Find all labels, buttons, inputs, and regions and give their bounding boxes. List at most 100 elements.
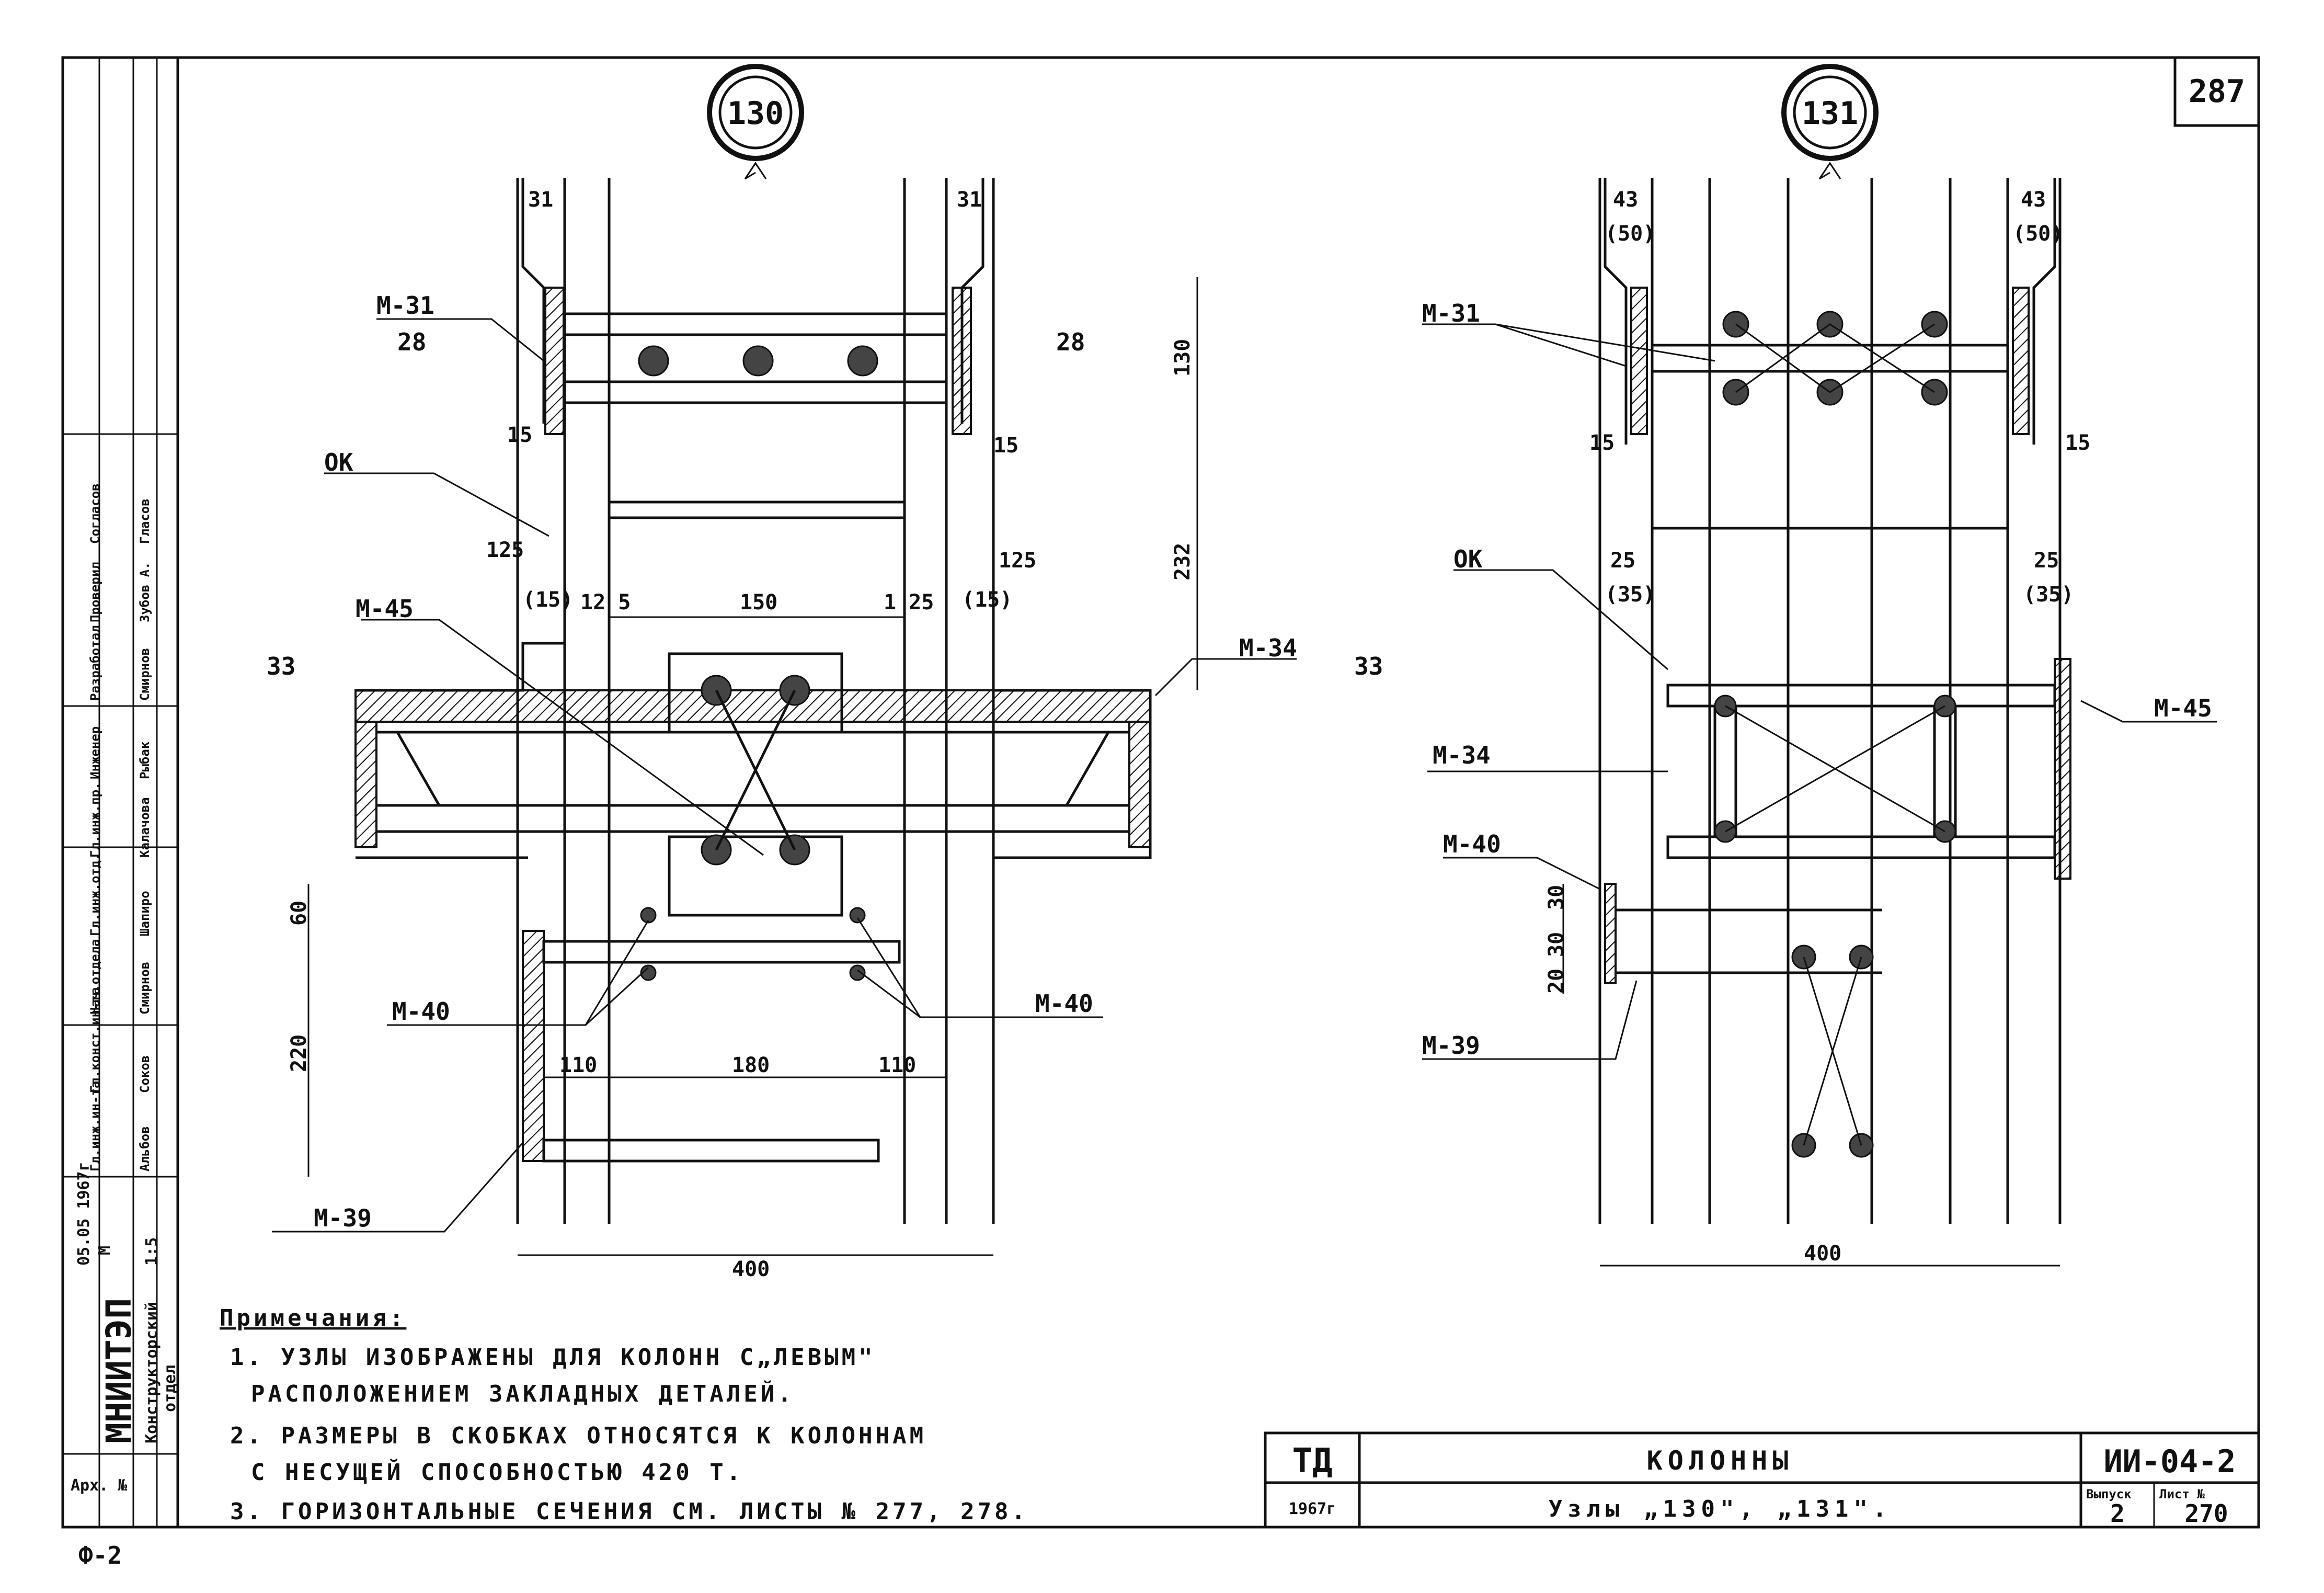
tb-issue: 2 (2110, 1499, 2125, 1528)
note-1a: 1. УЗЛЫ ИЗОБРАЖЕНЫ ДЛЯ КОЛОНН С„ЛЕВЫМ" (230, 1344, 876, 1371)
tb-sheet: 270 (2184, 1499, 2228, 1528)
n131-m39: M-39 (1422, 1031, 1480, 1060)
n130-d60: 60 (287, 901, 311, 926)
stamp-role: Гл.инж.ин-та (88, 1081, 102, 1171)
n130-m40r: M-40 (1035, 989, 1093, 1018)
n130-m40l: M-40 (392, 997, 450, 1026)
sheet-number: 287 (2189, 73, 2245, 110)
n130-d15l: 15 (507, 423, 532, 447)
stamp-role: Гл.инж.пр. (88, 782, 102, 858)
n130-d180: 180 (732, 1053, 770, 1077)
note-2a: 2. РАЗМЕРЫ В СКОБКАХ ОТНОСЯТСЯ К КОЛОННА… (230, 1423, 926, 1449)
n130-d1_25: 1 25 (884, 590, 934, 615)
n130-d150: 150 (740, 590, 777, 615)
n131-d400: 400 (1804, 1242, 1841, 1266)
n130-s28r: 28 (1056, 328, 1085, 356)
stamp-institute: МНИИТЭП (99, 1298, 139, 1443)
n131-d30b: 30 (1544, 932, 1569, 957)
stamp-name: Соков (138, 1055, 152, 1093)
stamp-role: Гл.инж.отд. (88, 853, 102, 936)
n130-d220: 220 (287, 1034, 311, 1072)
n131-d50r: (50) (2013, 222, 2063, 246)
n130-d15pl: (15) (523, 588, 573, 612)
tb-org: ТД (1292, 1442, 1332, 1481)
n131-d25l: 25 (1610, 549, 1635, 573)
tb-sheet-label: Лист № (2159, 1487, 2205, 1501)
n131-s33: 33 (1354, 652, 1383, 680)
n130-d12_5: 12 5 (580, 590, 631, 615)
n130-d130: 130 (1171, 339, 1195, 377)
n130-d400: 400 (732, 1257, 770, 1281)
n130-d125r: 125 (999, 549, 1036, 573)
node-130-drawing: 130 (267, 64, 1297, 1281)
n131-d43r: 43 (2021, 188, 2046, 212)
n130-m34: M-34 (1239, 634, 1297, 662)
notes-heading: Примечания: (220, 1305, 406, 1332)
n130-d15r: 15 (993, 434, 1018, 458)
stamp-archive: Арх. № (71, 1476, 128, 1495)
stamp-name: Смирнов (138, 962, 152, 1015)
stamp-role: Нач.отдела (88, 939, 102, 1015)
side-stamp: МНИИТЭП Конструкторский отдел Арх. № М 1… (63, 58, 179, 1527)
n130-d15pr: (15) (962, 588, 1012, 612)
n131-m34: M-34 (1433, 741, 1491, 769)
stamp-name: Рыбак (138, 741, 152, 779)
n130-ok: OK (324, 448, 353, 476)
stamp-role: Разработал (88, 625, 102, 701)
n131-d25r: 25 (2034, 549, 2059, 573)
n131-d15l: 15 (1589, 431, 1615, 455)
n130-s33: 33 (267, 652, 295, 680)
node-130-mark: 130 (727, 95, 784, 132)
n130-d110l: 110 (559, 1053, 597, 1077)
note-2b: С НЕСУЩЕЙ СПОСОБНОСТЬЮ 420 Т. (251, 1458, 743, 1486)
sheet-number-box (2173, 56, 2260, 127)
n130-d110r: 110 (878, 1053, 916, 1077)
n131-m45: M-45 (2154, 694, 2212, 722)
stamp-date: 05.05 1967г (75, 1162, 93, 1266)
n130-d125l: 125 (486, 538, 524, 562)
n131-d30a: 30 (1544, 885, 1569, 910)
stamp-name: Шапиро (138, 891, 152, 936)
n130-m45: M-45 (356, 595, 414, 623)
n130-d31l: 31 (528, 188, 553, 212)
n131-m40: M-40 (1443, 830, 1501, 858)
sheet-border (61, 56, 2260, 1529)
note-1b: РАСПОЛОЖЕНИЕМ ЗАКЛАДНЫХ ДЕТАЛЕЙ. (251, 1380, 795, 1407)
tb-issue-label: Выпуск (2086, 1487, 2132, 1501)
node-131-mark: 131 (1802, 95, 1858, 132)
notes: Примечания: 1. УЗЛЫ ИЗОБРАЖЕНЫ ДЛЯ КОЛОН… (220, 1305, 1028, 1525)
n131-d15r: 15 (2065, 431, 2090, 455)
n130-m39: M-39 (314, 1204, 372, 1232)
stamp-name: Гласов (138, 498, 152, 544)
stamp-name: Смирнов (138, 648, 152, 701)
n131-ok: OK (1453, 545, 1483, 573)
n131-d50l: (50) (1605, 222, 1655, 246)
stamp-role: Инженер (88, 726, 102, 779)
stamp-name: Альбов (138, 1126, 152, 1171)
stamp-role: Гл.конст.ин-та (88, 987, 102, 1093)
stamp-name: Калачова (138, 797, 152, 858)
stamp-role: Согласов (88, 483, 102, 544)
n131-d35r: (35) (2023, 583, 2074, 607)
tb-subtitle: Узлы „130", „131". (1549, 1496, 1892, 1522)
stamp-scale-label: М (96, 1246, 114, 1255)
n131-m31: M-31 (1422, 299, 1480, 327)
note-3: 3. ГОРИЗОНТАЛЬНЫЕ СЕЧЕНИЯ СМ. ЛИСТЫ № 27… (230, 1498, 1028, 1525)
title-block: ТД 1967г КОЛОННЫ Узлы „130", „131". ИИ-0… (1264, 1431, 2260, 1529)
n130-d232: 232 (1171, 543, 1195, 581)
tb-code: ИИ-04-2 (2104, 1443, 2236, 1480)
tb-year: 1967г (1289, 1500, 1336, 1518)
n131-d35l: (35) (1605, 583, 1655, 607)
node-131-drawing: 131 (1354, 64, 2217, 1267)
stamp-dept1: Конструкторский (143, 1302, 161, 1443)
stamp-scale: 1:5 (143, 1237, 161, 1266)
corner-mark: Ф-2 (78, 1541, 122, 1569)
n130-d31r: 31 (957, 188, 982, 212)
stamp-dept2: отдел (161, 1365, 179, 1412)
stamp-name: Зубов А. (138, 562, 152, 622)
n131-d20: 20 (1544, 969, 1569, 994)
n131-d43l: 43 (1613, 188, 1638, 212)
stamp-role: Проверил (88, 562, 102, 622)
